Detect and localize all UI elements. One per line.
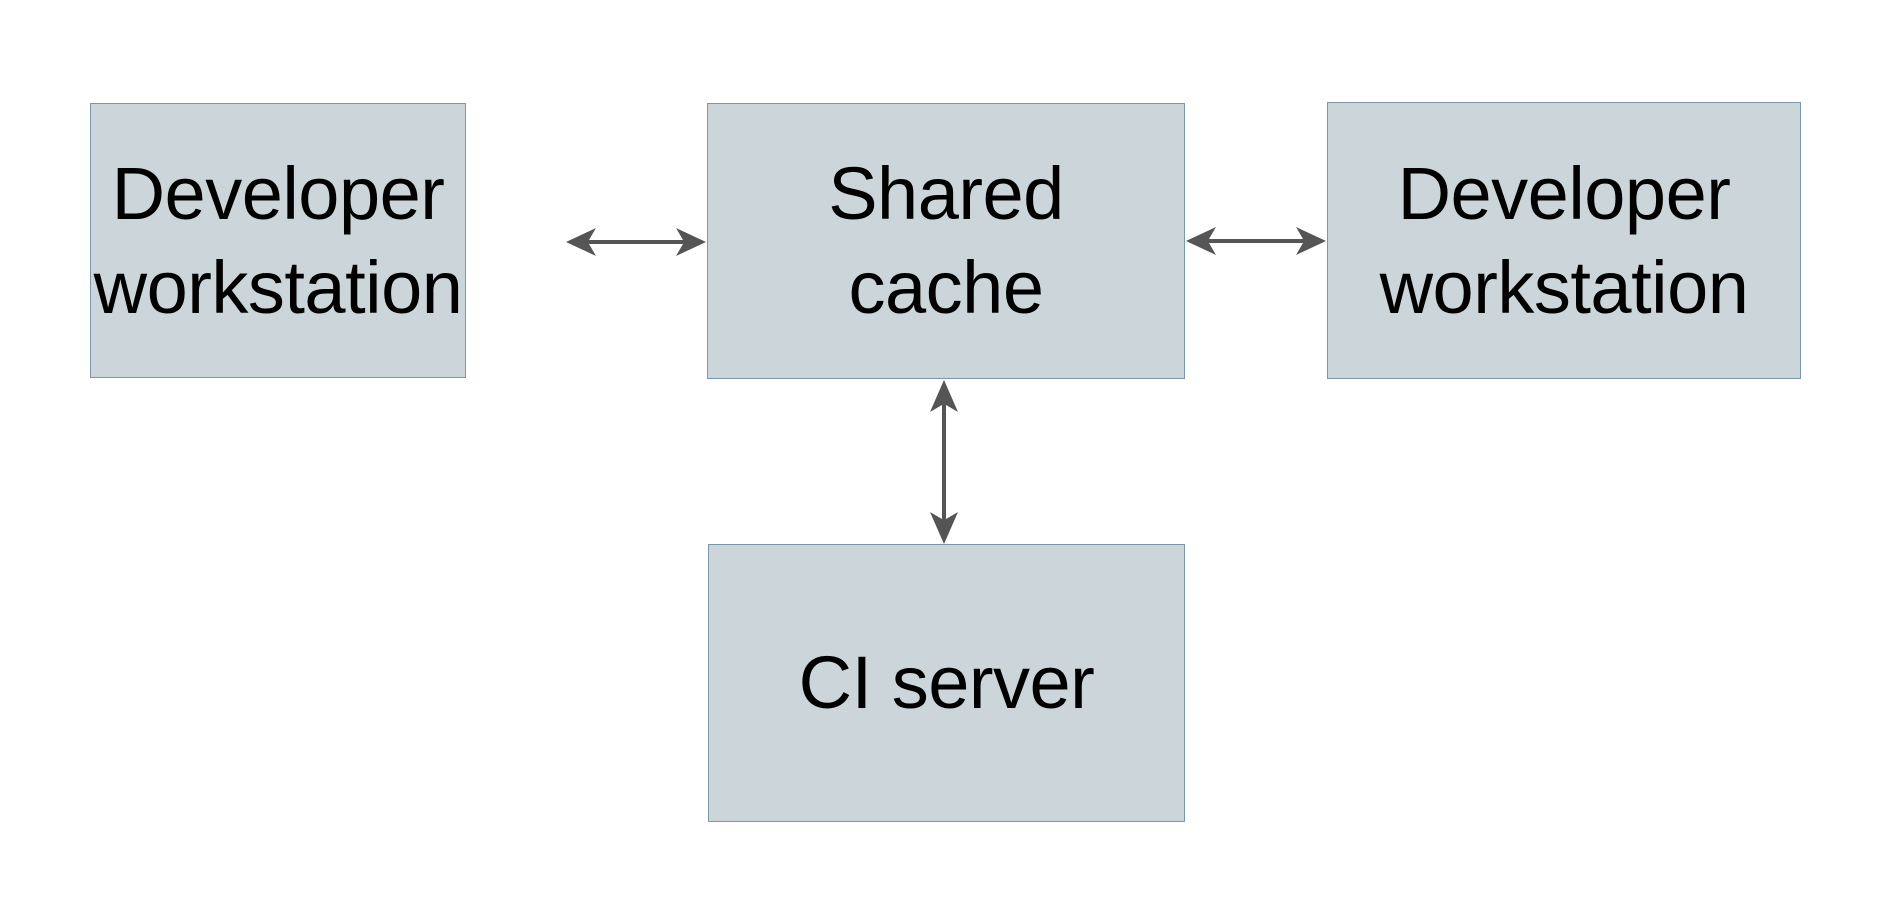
edge-shared-cache-to-ci-server	[930, 380, 958, 544]
node-developer-workstation-left[interactable]: Developer workstation	[90, 103, 466, 378]
double-arrow-icon	[930, 380, 958, 544]
double-arrow-icon	[566, 228, 706, 256]
node-developer-workstation-right[interactable]: Developer workstation	[1327, 102, 1801, 379]
double-arrow-icon	[1186, 227, 1326, 255]
node-label: Developer workstation	[1379, 151, 1749, 329]
node-label: CI server	[798, 641, 1095, 724]
node-shared-cache[interactable]: Shared cache	[707, 103, 1185, 379]
edge-left-workstation-to-shared-cache	[566, 228, 706, 256]
node-ci-server[interactable]: CI server	[708, 544, 1185, 822]
node-label: Developer workstation	[93, 151, 463, 329]
node-label: Shared cache	[828, 152, 1064, 329]
edge-shared-cache-to-right-workstation	[1186, 227, 1326, 255]
